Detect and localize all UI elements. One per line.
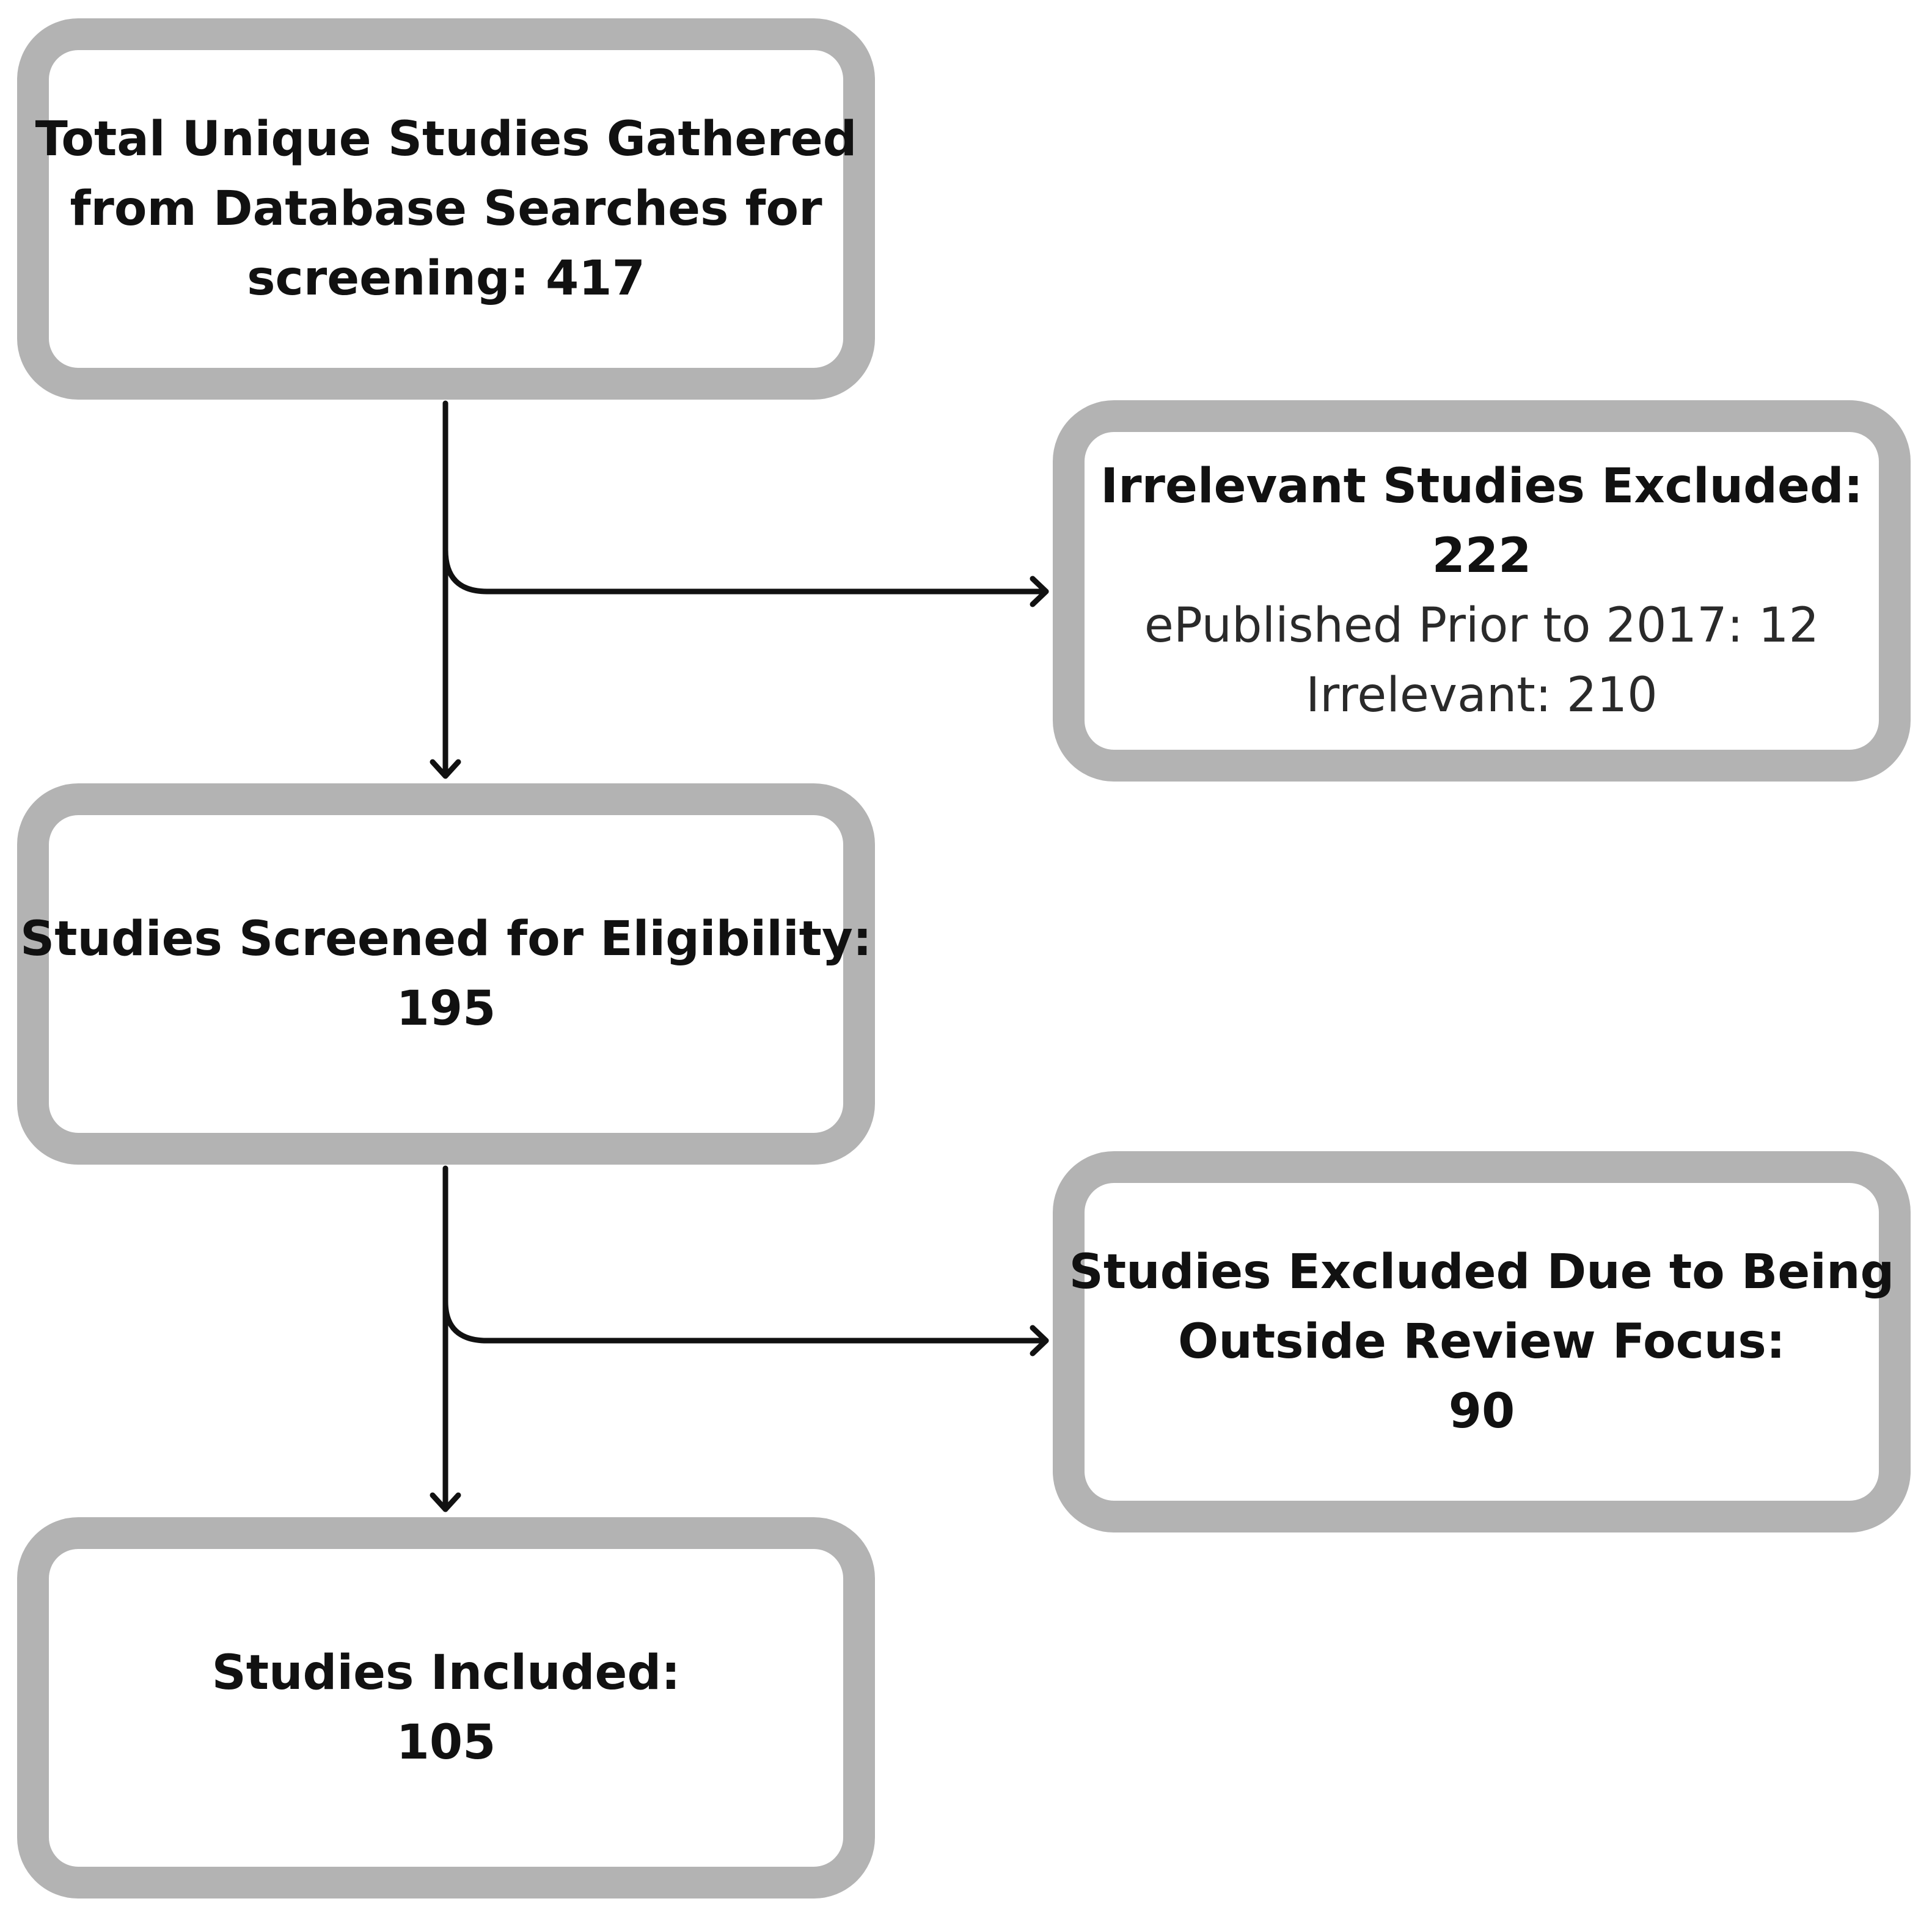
node-irrelevant-count: 222 xyxy=(1432,529,1532,584)
node-outside-line-1: Studies Excluded Due to Being xyxy=(1069,1245,1895,1300)
node-screened-line-1: Studies Screened for Eligibility: xyxy=(20,912,872,967)
node-included-count: 105 xyxy=(396,1715,496,1770)
node-outside-line-2: Outside Review Focus: xyxy=(1178,1314,1785,1369)
node-studies-included: Studies Included: 105 xyxy=(17,1517,875,1899)
node-irrelevant-detail-1: ePublished Prior to 2017: 12 xyxy=(1144,598,1820,653)
arrowhead-total-to-irrelevant xyxy=(1030,576,1049,607)
node-irrelevant-title-1: Irrelevant Studies Excluded: xyxy=(1100,459,1863,514)
arrow-total-to-irrelevant xyxy=(442,547,1049,595)
arrow-screened-to-outside xyxy=(442,1298,1049,1344)
arrowhead-screened-to-included xyxy=(430,1492,461,1512)
arrowhead-total-to-screened xyxy=(430,759,461,779)
node-irrelevant-excluded: Irrelevant Studies Excluded: 222 ePublis… xyxy=(1053,400,1911,782)
node-screened-count: 195 xyxy=(396,981,496,1036)
node-total-studies: Total Unique Studies Gathered from Datab… xyxy=(17,18,875,400)
node-outside-focus-excluded: Studies Excluded Due to Being Outside Re… xyxy=(1053,1151,1911,1532)
node-outside-count: 90 xyxy=(1448,1384,1515,1439)
node-irrelevant-detail-2: Irrelevant: 210 xyxy=(1306,668,1658,723)
node-total-line-3: screening: 417 xyxy=(247,251,645,306)
node-screened-eligibility: Studies Screened for Eligibility: 195 xyxy=(17,783,875,1165)
node-total-line-1: Total Unique Studies Gathered xyxy=(35,112,857,167)
arrowhead-screened-to-outside xyxy=(1030,1325,1049,1357)
node-total-line-2: from Database Searches for xyxy=(70,181,822,236)
node-included-line-1: Studies Included: xyxy=(211,1646,681,1701)
